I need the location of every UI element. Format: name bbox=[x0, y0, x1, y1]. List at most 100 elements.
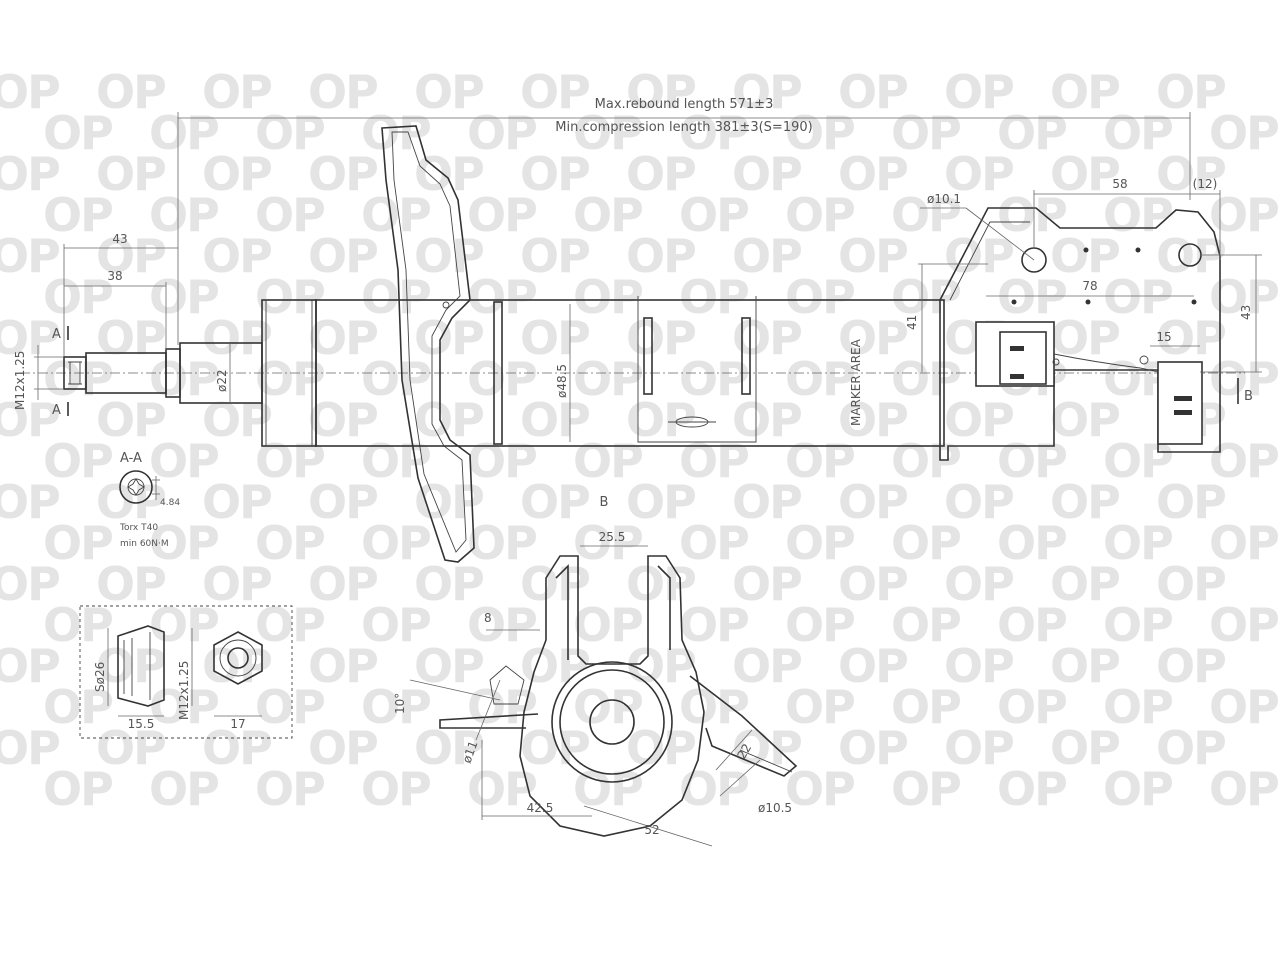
watermark-text-163: OP bbox=[785, 598, 854, 652]
watermark-text-186: OP bbox=[679, 680, 748, 734]
rod-dimensions: 43 38 M12x1.25 A A ø22 bbox=[13, 232, 231, 418]
watermark-text-197: OP bbox=[520, 721, 589, 775]
watermark-text-86: OP bbox=[255, 352, 324, 406]
watermark-text-54: OP bbox=[626, 229, 695, 283]
rebound-length-label: Max.rebound length 571±3 bbox=[595, 97, 774, 112]
watermark-text-104: OP bbox=[838, 393, 907, 447]
watermark-text-46: OP bbox=[1103, 188, 1172, 242]
detail-dim-52: 52 bbox=[644, 823, 659, 837]
nut-dim-17: 17 bbox=[230, 717, 245, 731]
watermark-text-8: OP bbox=[838, 65, 907, 119]
watermark-text-44: OP bbox=[891, 188, 960, 242]
watermark-text-173: OP bbox=[520, 639, 589, 693]
watermark-text-193: OP bbox=[96, 721, 165, 775]
watermark-text-184: OP bbox=[467, 680, 536, 734]
dim-41: 41 bbox=[905, 315, 919, 330]
watermark-text-161: OP bbox=[573, 598, 642, 652]
watermark-text-207: OP bbox=[361, 762, 430, 816]
watermark-text-0: OP bbox=[0, 65, 59, 119]
watermark-text-208: OP bbox=[467, 762, 536, 816]
watermark-text-37: OP bbox=[149, 188, 218, 242]
watermark-text-145: OP bbox=[96, 557, 165, 611]
watermark-text-198: OP bbox=[626, 721, 695, 775]
nut-dim-15-5: 15.5 bbox=[128, 717, 155, 731]
watermark-text-47: OP bbox=[1209, 188, 1278, 242]
watermark-text-87: OP bbox=[361, 352, 430, 406]
watermark-text-131: OP bbox=[1156, 475, 1225, 529]
watermark-text-140: OP bbox=[891, 516, 960, 570]
watermark-text-19: OP bbox=[785, 106, 854, 160]
dim-12: (12) bbox=[1193, 177, 1218, 191]
watermark-text-132: OP bbox=[43, 516, 112, 570]
watermark-text-149: OP bbox=[520, 557, 589, 611]
watermark-text-137: OP bbox=[573, 516, 642, 570]
watermark-text-134: OP bbox=[255, 516, 324, 570]
watermark-text-3: OP bbox=[308, 65, 377, 119]
watermark-text-164: OP bbox=[891, 598, 960, 652]
bracket-dimensions: 41 ø10.1 58 (12) 78 43 15 B bbox=[905, 177, 1262, 404]
watermark-text-158: OP bbox=[255, 598, 324, 652]
watermark-text-206: OP bbox=[255, 762, 324, 816]
watermark-text-183: OP bbox=[361, 680, 430, 734]
watermark-text-80: OP bbox=[838, 311, 907, 365]
dim-thread-m12: M12x1.25 bbox=[13, 351, 27, 410]
watermark-text-69: OP bbox=[997, 270, 1066, 324]
watermark-text-14: OP bbox=[255, 106, 324, 160]
watermark-text-123: OP bbox=[308, 475, 377, 529]
torx-label: Torx T40 bbox=[119, 523, 158, 533]
watermark-text-72: OP bbox=[0, 311, 59, 365]
watermark-text-103: OP bbox=[732, 393, 801, 447]
watermark-text-30: OP bbox=[626, 147, 695, 201]
watermark-text-105: OP bbox=[944, 393, 1013, 447]
watermark-text-194: OP bbox=[202, 721, 271, 775]
watermark-text-52: OP bbox=[414, 229, 483, 283]
watermark-text-148: OP bbox=[414, 557, 483, 611]
watermark-text-201: OP bbox=[944, 721, 1013, 775]
watermark-text-79: OP bbox=[732, 311, 801, 365]
watermark-text-56: OP bbox=[838, 229, 907, 283]
watermark-text-116: OP bbox=[891, 434, 960, 488]
watermark-text-32: OP bbox=[838, 147, 907, 201]
watermark-text-150: OP bbox=[626, 557, 695, 611]
watermark-text-152: OP bbox=[838, 557, 907, 611]
watermark-text-179: OP bbox=[1156, 639, 1225, 693]
watermark-text-175: OP bbox=[732, 639, 801, 693]
watermark-text-115: OP bbox=[785, 434, 854, 488]
watermark-text-83: OP bbox=[1156, 311, 1225, 365]
watermark-text-171: OP bbox=[308, 639, 377, 693]
watermark-text-60: OP bbox=[43, 270, 112, 324]
watermark-text-6: OP bbox=[626, 65, 695, 119]
detail-dim-22: 22 bbox=[734, 741, 754, 761]
watermark-text-154: OP bbox=[1050, 557, 1119, 611]
watermark-text-95: OP bbox=[1209, 352, 1278, 406]
watermark-text-101: OP bbox=[520, 393, 589, 447]
watermark-text-24: OP bbox=[0, 147, 59, 201]
watermark-text-7: OP bbox=[732, 65, 801, 119]
watermark-text-191: OP bbox=[1209, 680, 1278, 734]
detail-dim-25-5: 25.5 bbox=[599, 530, 626, 544]
watermark-text-21: OP bbox=[997, 106, 1066, 160]
watermark-text-16: OP bbox=[467, 106, 536, 160]
watermark-text-1: OP bbox=[96, 65, 165, 119]
watermark-text-200: OP bbox=[838, 721, 907, 775]
watermark-text-129: OP bbox=[944, 475, 1013, 529]
watermark-text-135: OP bbox=[361, 516, 430, 570]
watermark-text-10: OP bbox=[1050, 65, 1119, 119]
watermark-text-15: OP bbox=[361, 106, 430, 160]
watermark-text-31: OP bbox=[732, 147, 801, 201]
watermark-text-210: OP bbox=[679, 762, 748, 816]
watermark-text-55: OP bbox=[732, 229, 801, 283]
watermark-text-97: OP bbox=[96, 393, 165, 447]
detail-dim-8: 8 bbox=[484, 611, 492, 625]
watermark-text-12: OP bbox=[43, 106, 112, 160]
dim-15: 15 bbox=[1156, 330, 1171, 344]
watermark-text-117: OP bbox=[997, 434, 1066, 488]
watermark-text-106: OP bbox=[1050, 393, 1119, 447]
watermark-text-114: OP bbox=[679, 434, 748, 488]
watermark-text-126: OP bbox=[626, 475, 695, 529]
watermark-text-203: OP bbox=[1156, 721, 1225, 775]
section-a-top: A bbox=[52, 327, 61, 342]
watermark-text-166: OP bbox=[1103, 598, 1172, 652]
watermark-text-119: OP bbox=[1209, 434, 1278, 488]
